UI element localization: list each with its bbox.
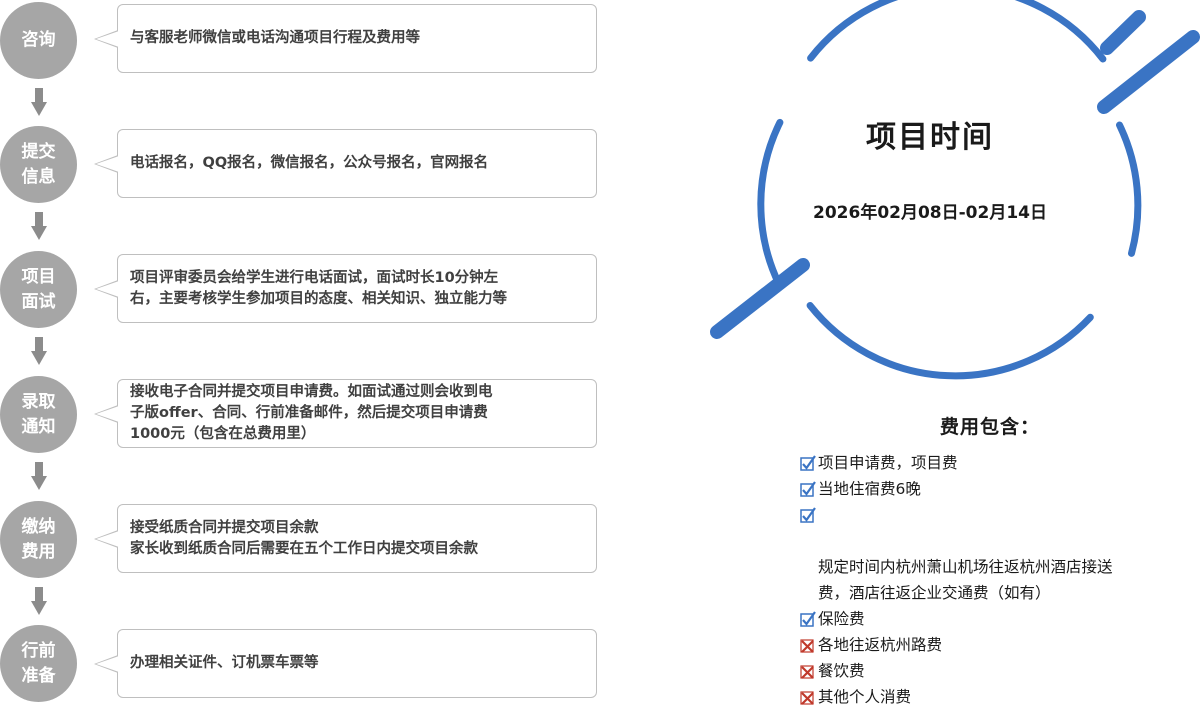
step-circle-interview: 项目 面试 — [0, 251, 77, 328]
step-desc-text: 与客服老师微信或电话沟通项目行程及费用等 — [130, 30, 420, 46]
step-desc-submit-info: 电话报名，QQ报名，微信报名，公众号报名，官网报名 — [94, 129, 597, 198]
step-circle-payment: 缴纳 费用 — [0, 501, 77, 578]
diagonal-bar — [1097, 30, 1200, 114]
fee-item-text: 各地往返杭州路费 — [818, 636, 943, 654]
fee-item: 各地往返杭州路费 — [800, 632, 1185, 658]
project-time-title: 项目时间 — [866, 120, 994, 155]
fee-item: 保险费 — [800, 606, 1185, 632]
checkbox-checked-icon — [800, 611, 816, 627]
diagonal-bar — [1100, 10, 1146, 55]
step-circle-submit-info: 提交 信息 — [0, 126, 77, 203]
down-arrow-icon — [31, 212, 47, 240]
fee-item-text: 当地住宿费6晚 — [818, 480, 921, 498]
down-arrow-icon — [31, 88, 47, 116]
circle-arc-right — [1116, 121, 1142, 257]
fee-item-text: 保险费 — [818, 610, 865, 628]
fees-list: 项目申请费，项目费 当地住宿费6晚 规定时间内杭州萧山机场往返杭州酒店接送 费，… — [800, 450, 1185, 710]
checkbox-checked-icon — [800, 481, 816, 497]
checkbox-cross-icon — [800, 639, 814, 653]
step-desc-text: 项目评审委员会给学生进行电话面试，面试时长10分钟左 右，主要考核学生参加项目的… — [130, 269, 507, 307]
step-desc-admission: 接收电子合同并提交项目申请费。如面试通过则会收到电 子版offer、合同、行前准… — [94, 379, 597, 448]
step-desc-text: 接收电子合同并提交项目申请费。如面试通过则会收到电 子版offer、合同、行前准… — [130, 384, 493, 442]
down-arrow-icon — [31, 337, 47, 365]
fee-item-text: 项目申请费，项目费 — [818, 454, 958, 472]
decorative-circle-graphic — [710, 0, 1200, 380]
fee-item-text: 规定时间内杭州萧山机场往返杭州酒店接送 费，酒店往返企业交通费（如有） — [818, 558, 1113, 602]
checkbox-checked-icon — [800, 507, 816, 523]
checkbox-cross-icon — [800, 691, 814, 705]
down-arrow-icon — [31, 462, 47, 490]
step-desc-payment: 接受纸质合同并提交项目余款 家长收到纸质合同后需要在五个工作日内提交项目余款 — [94, 504, 597, 573]
fees-title: 费用包含： — [939, 416, 1040, 438]
diagonal-bar — [710, 258, 810, 339]
fee-item: 餐饮费 — [800, 658, 1185, 684]
fee-item: 当地住宿费6晚 — [800, 476, 1185, 502]
step-circle-consult: 咨询 — [0, 2, 77, 79]
checkbox-cross-icon — [800, 665, 814, 679]
fee-item-text: 其他个人消费 — [818, 688, 912, 706]
checkbox-checked-icon — [800, 455, 816, 471]
circle-arc-bottom — [806, 302, 1094, 380]
step-desc-text: 接受纸质合同并提交项目余款 家长收到纸质合同后需要在五个工作日内提交项目余款 — [130, 519, 478, 557]
fee-item-text: 餐饮费 — [818, 662, 865, 680]
fee-item: 规定时间内杭州萧山机场往返杭州酒店接送 费，酒店往返企业交通费（如有） — [800, 502, 1185, 606]
step-desc-text: 电话报名，QQ报名，微信报名，公众号报名，官网报名 — [130, 155, 489, 171]
circle-arc-left — [757, 118, 784, 288]
step-desc-interview: 项目评审委员会给学生进行电话面试，面试时长10分钟左 右，主要考核学生参加项目的… — [94, 254, 597, 323]
step-circle-admission: 录取 通知 — [0, 376, 77, 453]
step-desc-preparation: 办理相关证件、订机票车票等 — [94, 629, 597, 698]
fee-item: 项目申请费，项目费 — [800, 450, 1185, 476]
circle-arc-top — [807, 0, 1107, 63]
project-time-date: 2026年02月08日-02月14日 — [813, 203, 1047, 223]
step-circle-preparation: 行前 准备 — [0, 625, 77, 702]
down-arrow-icon — [31, 587, 47, 615]
step-desc-consult: 与客服老师微信或电话沟通项目行程及费用等 — [94, 4, 597, 73]
step-desc-text: 办理相关证件、订机票车票等 — [130, 655, 319, 671]
fee-item: 其他个人消费 — [800, 684, 1185, 710]
